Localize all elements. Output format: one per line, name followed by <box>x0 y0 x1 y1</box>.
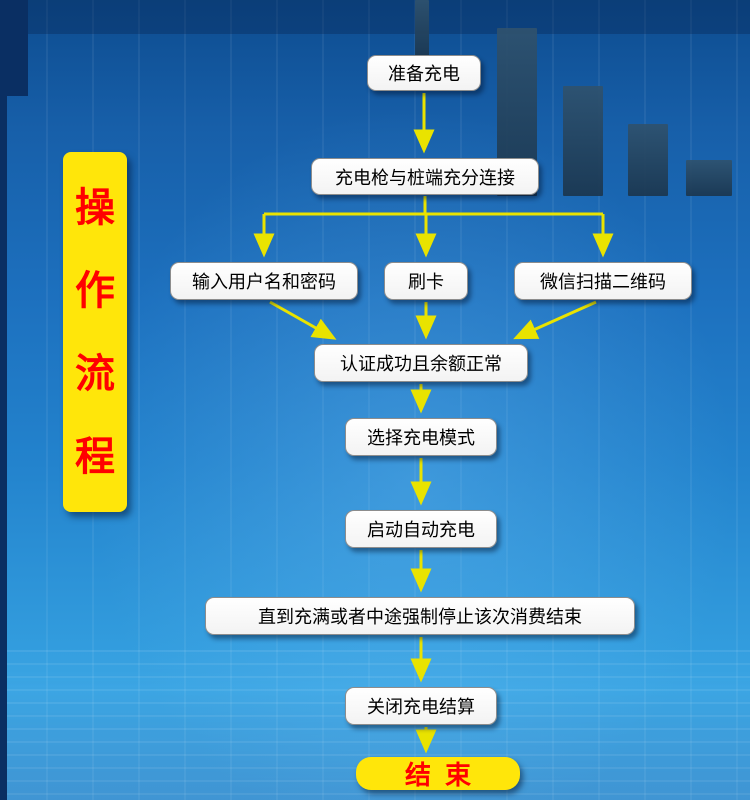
node-finish-condition: 直到充满或者中途强制停止该次消费结束 <box>205 597 635 635</box>
bar-decoration-2 <box>563 86 603 196</box>
operation-process-banner: 操 作 流 程 <box>63 152 127 512</box>
banner-char: 操 <box>75 183 115 231</box>
left-edge-decoration <box>0 28 7 800</box>
node-prepare-charging: 准备充电 <box>367 55 481 91</box>
background-top-band <box>0 0 750 34</box>
banner-char: 作 <box>75 266 115 314</box>
banner-char: 流 <box>75 349 115 397</box>
node-start-auto-charge: 启动自动充电 <box>345 510 497 548</box>
bar-decoration-small <box>415 0 429 58</box>
node-connect-gun: 充电枪与桩端充分连接 <box>311 158 539 195</box>
node-auth-success: 认证成功且余额正常 <box>314 344 528 382</box>
node-swipe-card: 刷卡 <box>384 262 468 300</box>
node-close-settlement: 关闭充电结算 <box>345 687 497 725</box>
node-select-charge-mode: 选择充电模式 <box>345 418 497 456</box>
banner-char: 程 <box>75 432 115 480</box>
bar-decoration-4 <box>686 160 732 196</box>
node-enter-credentials: 输入用户名和密码 <box>170 262 358 300</box>
bar-decoration-3 <box>628 124 668 196</box>
node-wechat-qr-scan: 微信扫描二维码 <box>514 262 692 300</box>
node-end: 结束 <box>356 757 520 791</box>
